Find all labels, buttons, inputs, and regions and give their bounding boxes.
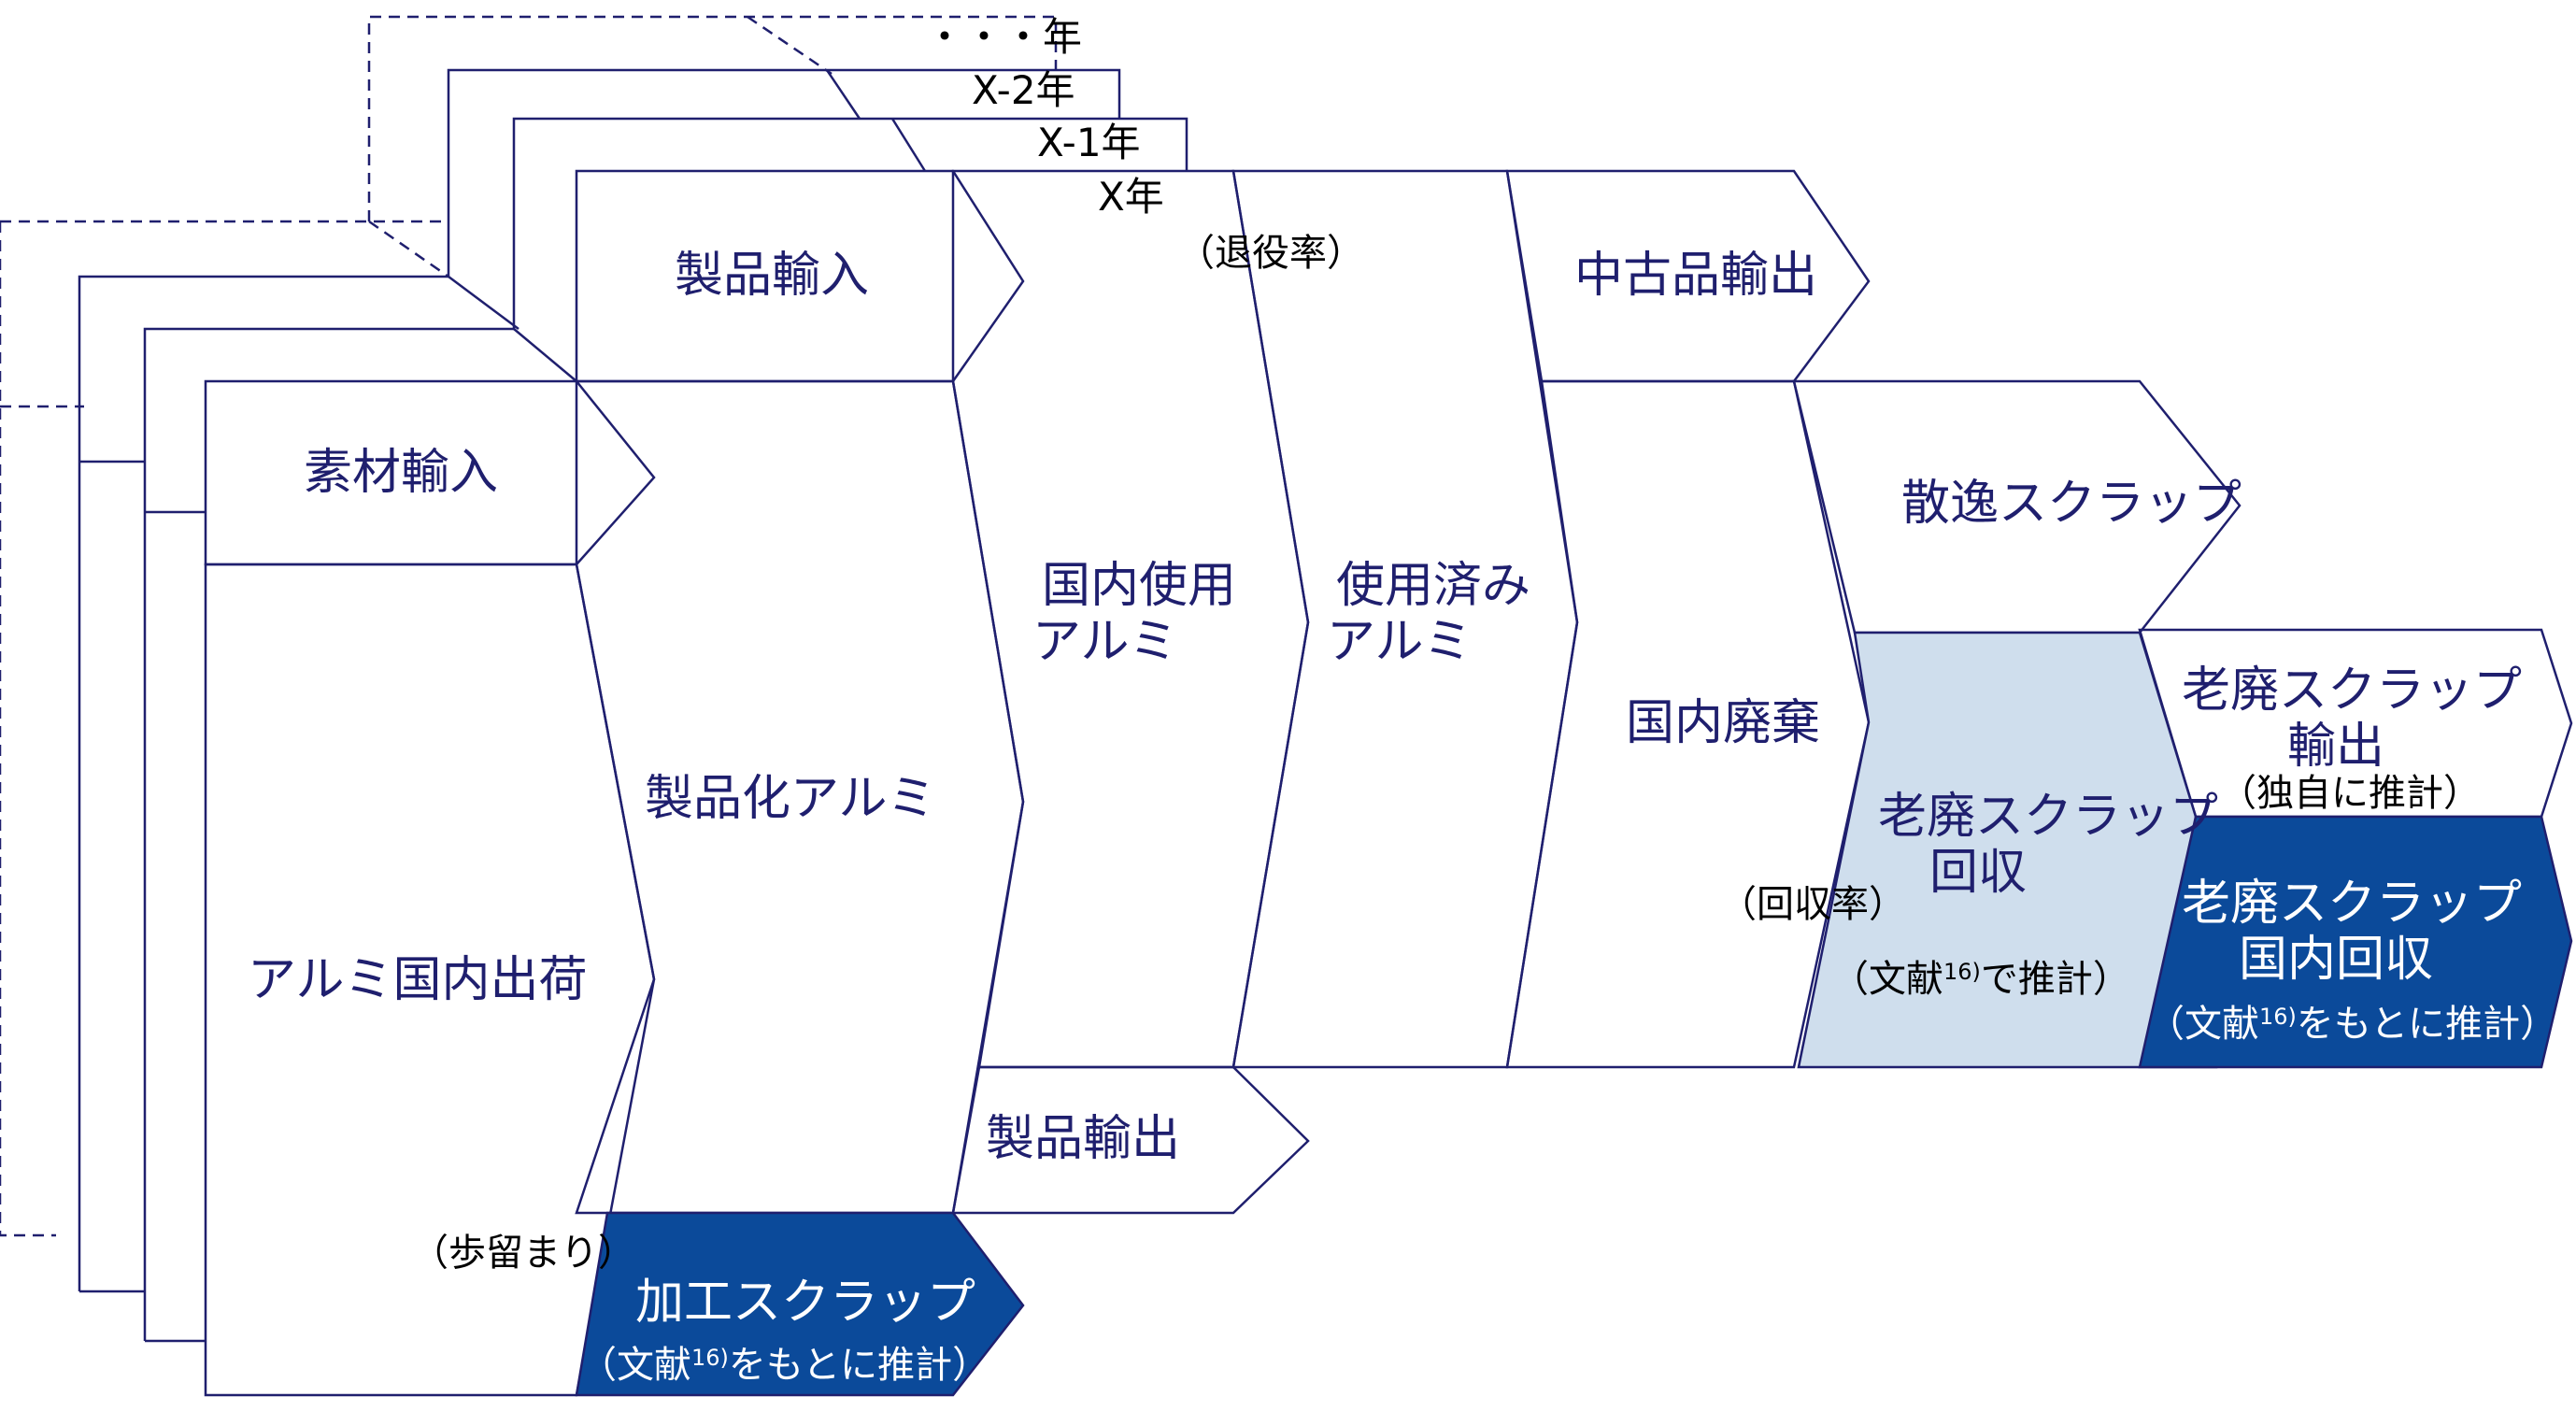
processing-scrap-label: 加工スクラップ [635,1275,976,1331]
year-sheet-x-minus-1-outline [143,117,1188,1343]
scattered-scrap-shape [1792,379,2242,634]
year-label-x-minus-2: X-2年 [972,67,1075,113]
old-scrap-collection-label: 老廃スクラップ 回収 [1878,789,2219,902]
aluminum-domestic-shipment-shape [204,563,656,1397]
old-scrap-domestic-note: （文献16)をもとに推計） [2147,1003,2558,1046]
product-export-shape [951,1065,1310,1215]
processing-scrap-note: （文献16)をもとに推計） [579,1344,990,1387]
used-aluminum-line2: アルミ [1327,613,1473,670]
old-scrap-collection-note: （文献16)で推計） [1831,958,2130,1001]
domestic-disposal-label: 国内廃棄 [1626,695,1821,751]
yield-rate-label: （歩留まり） [411,1232,635,1275]
old-scrap-domestic-label: 老廃スクラップ 国内回収 [2182,876,2523,989]
year-label-x: X年 [1098,174,1164,220]
old-scrap-export-line1: 老廃スクラップ [2182,663,2523,719]
old-scrap-domestic-line2: 国内回収 [2238,931,2433,988]
product-import-label: 製品輸入 [675,248,870,304]
old-scrap-domestic-line1: 老廃スクラップ [2182,876,2523,932]
product-import-shape [575,169,1025,383]
collection-rate-label: （回収率） [1719,883,1906,926]
used-aluminum-line1: 使用済み [1336,558,1531,614]
old-scrap-export-label: 老廃スクラップ 輸出 [2182,663,2523,776]
used-aluminum-label: 使用済み アルミ [1327,558,1531,671]
year-sheet-x-outline [204,169,2573,1397]
year-label-x-minus-1: X-1年 [1037,120,1141,165]
old-scrap-collection-line2: 回収 [1929,844,2028,901]
used-goods-export-label: 中古品輸出 [1574,248,1818,304]
material-import-shape [204,379,656,566]
retirement-rate-label: （退役率） [1177,232,1364,275]
domestic-use-aluminum-label: 国内使用 アルミ [1032,558,1237,671]
old-scrap-domestic-shape [2138,815,2573,1069]
scattered-scrap-label: 散逸スクラップ [1901,476,2242,532]
old-scrap-collection-line1: 老廃スクラップ [1878,789,2219,845]
processing-scrap-shape [575,1211,1025,1397]
year-label-dots: ・・・年 [925,14,1083,60]
year-sheet-x-minus-2-outline [78,68,1121,1293]
year-sheet-dots-outline [0,15,1058,1237]
domestic-use-aluminum-line2: アルミ [1032,613,1178,670]
used-goods-export-shape [1505,169,1871,383]
domestic-use-aluminum-line1: 国内使用 [1042,558,1237,614]
old-scrap-export-note: （独自に推計） [2219,772,2481,815]
material-import-label: 素材輸入 [304,445,499,501]
aluminum-domestic-shipment-label: アルミ国内出荷 [248,952,588,1008]
product-export-label: 製品輸出 [986,1111,1181,1167]
old-scrap-export-line2: 輸出 [2286,718,2384,775]
productized-aluminum-label: 製品化アルミ [645,771,936,827]
